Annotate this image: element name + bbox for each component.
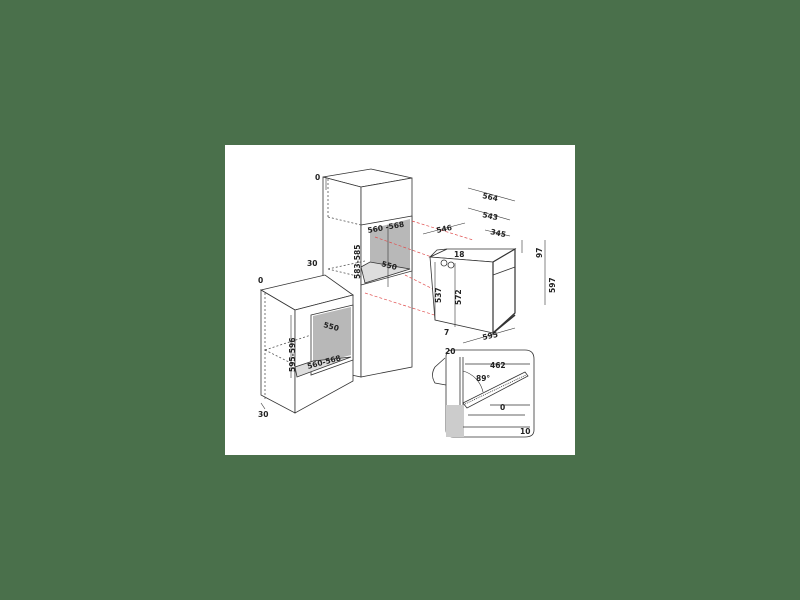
oven-front-gap-label: 20 [445,347,455,356]
oven-unit [428,247,517,335]
oven-control-height-label: 97 [535,248,544,258]
oven-depth-body-label: 543 [482,210,499,222]
oven-side-depth-label: 546 [436,223,453,235]
installation-diagram-panel: 0 30 560 -568 550 583-585 0 30 550 560-5… [225,145,575,455]
oven-depth-total-label: 564 [482,191,499,203]
tall-niche-depth-label: 550 [380,259,397,272]
door-detail-inset [432,349,535,438]
tall-niche-height-label: 583-585 [353,245,362,279]
base-niche-height-label: 595-596 [288,338,297,372]
oven-width-label: 595 [482,330,499,342]
oven-total-height-label: 597 [548,277,557,293]
oven-bottom-offset-label: 7 [444,328,449,337]
base-top-gap-label: 0 [258,276,263,285]
oven-front-height-label: 572 [454,289,463,305]
oven-installation-drawing: 0 30 560 -568 550 583-585 0 30 550 560-5… [258,168,557,438]
tall-side-gap-label: 30 [307,259,317,268]
door-clearance-top-label: 0 [500,403,505,412]
tall-cabinet [322,168,413,378]
base-niche-depth-label: 550 [322,320,339,333]
oven-depth-mid-label: 345 [490,227,507,239]
oven-panel-offset-label: 18 [454,250,464,259]
base-bottom-gap-label: 30 [258,410,268,419]
projection-guides [364,220,474,321]
base-cabinet [259,274,354,414]
door-clearance-bottom-label: 10 [520,427,530,436]
tall-top-gap-label: 0 [315,173,320,182]
oven-side-height-label: 537 [434,287,443,303]
door-length-label: 462 [490,361,506,370]
door-angle-label: 89° [476,374,490,383]
